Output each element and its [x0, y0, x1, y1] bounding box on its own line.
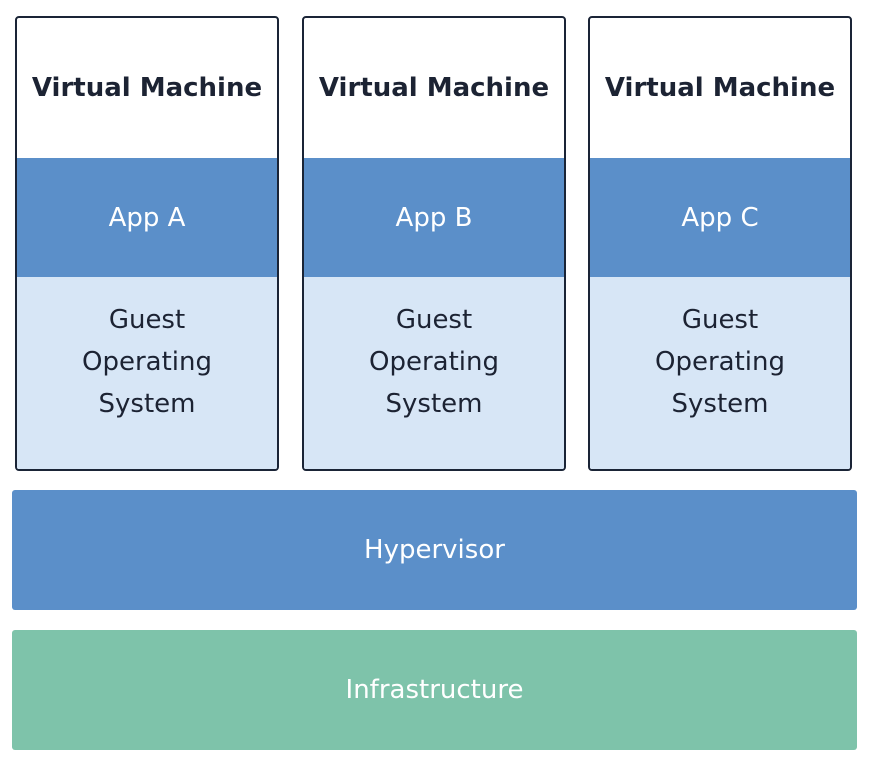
app-block: App A	[17, 158, 277, 277]
guest-os-line: Guest	[681, 305, 759, 335]
guest-os-line: Guest	[395, 305, 473, 335]
guest-os-block: Guest Operating System	[590, 277, 850, 469]
hypervisor-layer: Hypervisor	[12, 490, 857, 610]
virtual-machine-a: Virtual Machine App A Guest Operating Sy…	[15, 16, 279, 471]
app-block: App B	[304, 158, 564, 277]
guest-os-line: Guest	[108, 305, 186, 335]
app-block: App C	[590, 158, 850, 277]
guest-os-line: Operating	[369, 347, 499, 377]
guest-os-line: Operating	[655, 347, 785, 377]
guest-os-block: Guest Operating System	[17, 277, 277, 469]
vm-title: Virtual Machine	[318, 73, 550, 103]
guest-os-line: Operating	[82, 347, 212, 377]
guest-os-line: System	[385, 389, 483, 419]
infrastructure-layer: Infrastructure	[12, 630, 857, 750]
guest-os-line: System	[671, 389, 769, 419]
virtual-machine-b: Virtual Machine App B Guest Operating Sy…	[302, 16, 566, 471]
virtual-machine-c: Virtual Machine App C Guest Operating Sy…	[588, 16, 852, 471]
vm-title: Virtual Machine	[604, 73, 836, 103]
vm-title: Virtual Machine	[31, 73, 263, 103]
guest-os-line: System	[98, 389, 196, 419]
guest-os-block: Guest Operating System	[304, 277, 564, 469]
